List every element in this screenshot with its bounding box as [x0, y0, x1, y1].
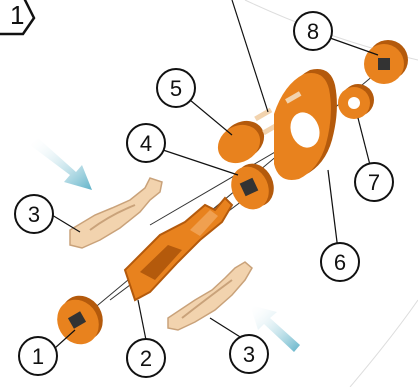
step-badge: 1	[0, 0, 34, 34]
end-washer	[364, 40, 408, 84]
step-number: 1	[10, 0, 24, 30]
svg-text:5: 5	[170, 76, 182, 101]
callout-2: 2	[127, 339, 165, 377]
callout-7: 7	[355, 163, 393, 201]
body-frame	[125, 198, 232, 300]
callout-6: 6	[321, 243, 359, 281]
background-curve	[350, 300, 418, 387]
ring-washer	[338, 84, 374, 119]
callout-3-upper: 3	[15, 195, 53, 233]
end-cap-disc	[49, 288, 111, 352]
svg-text:3: 3	[243, 342, 255, 367]
callout-5: 5	[157, 69, 195, 107]
side-plate-lower	[168, 262, 252, 330]
svg-text:4: 4	[140, 131, 152, 156]
svg-text:6: 6	[334, 250, 346, 275]
arrow-upper-left	[30, 138, 92, 190]
callout-3-lower: 3	[230, 335, 268, 373]
callout-1: 1	[19, 337, 57, 375]
callout-4: 4	[127, 124, 165, 162]
pear-shaped-plate	[274, 69, 337, 180]
svg-text:3: 3	[28, 202, 40, 227]
svg-text:1: 1	[32, 344, 44, 369]
cam-disc	[224, 157, 280, 215]
svg-text:2: 2	[140, 346, 152, 371]
side-plate-upper	[70, 178, 162, 248]
callout-8: 8	[294, 12, 332, 50]
svg-text:7: 7	[368, 170, 380, 195]
svg-text:8: 8	[307, 19, 319, 44]
